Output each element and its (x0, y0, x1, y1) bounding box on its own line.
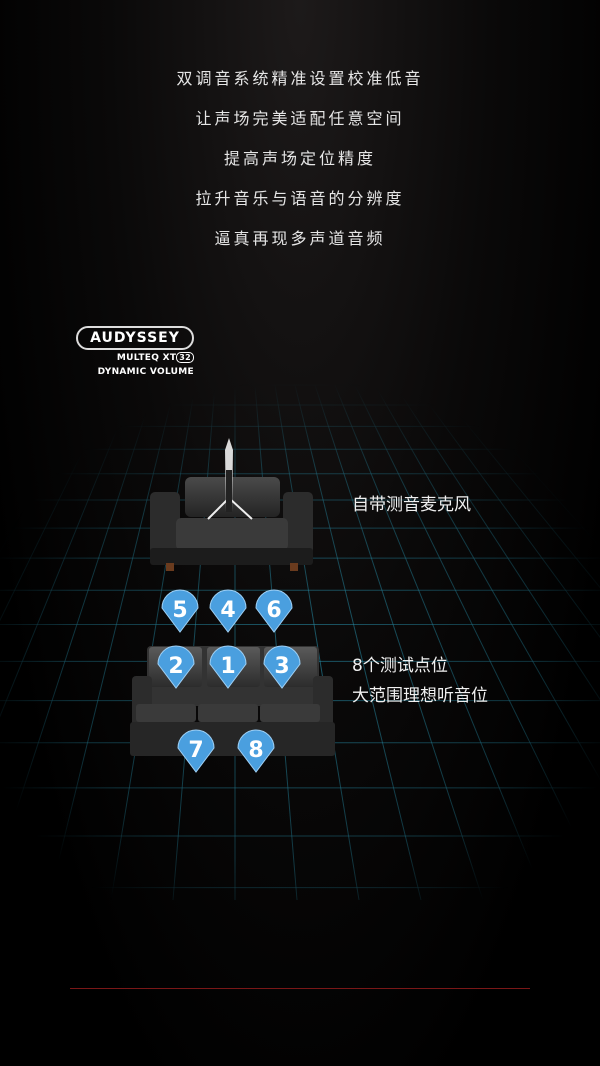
logo-line-dynamic-volume: DYNAMIC VOLUME (97, 367, 194, 377)
mic-label: 自带测音麦克风 (352, 495, 471, 515)
pin-number: 6 (266, 598, 281, 623)
location-pin-icon (237, 729, 275, 773)
location-pin-6: 6 (255, 589, 293, 633)
logo-brand: AUDYSSEY (76, 326, 194, 350)
grid-line (414, 384, 600, 638)
pin-number: 1 (220, 654, 235, 679)
feature-item: 提高声场定位精度 (223, 149, 376, 168)
grid-line (110, 384, 196, 901)
grid-line (594, 384, 600, 390)
pin-number: 8 (248, 738, 263, 763)
pin-number: 3 (274, 654, 289, 679)
pin-number: 2 (168, 654, 183, 679)
grid-line (0, 384, 116, 622)
grid-line (494, 384, 600, 485)
feature-item: 双调音系统精准设置校准低音 (176, 69, 424, 88)
location-pin-4: 4 (209, 589, 247, 633)
location-pin-1: 1 (209, 645, 247, 689)
pin-number: 7 (188, 738, 203, 763)
grid-line (334, 384, 546, 901)
grid-line (374, 384, 600, 781)
grid-line (0, 384, 96, 553)
grid-line (354, 384, 600, 887)
grid-line (0, 384, 136, 718)
location-pin-icon (157, 645, 195, 689)
grid-line (314, 384, 484, 901)
location-pin-icon (255, 589, 293, 633)
measurement-points: 5 4 6 2 1 3 7 8 (157, 589, 301, 773)
pin-number: 4 (220, 598, 235, 623)
grid-line (534, 384, 600, 439)
xt32-badge: 32 (176, 352, 194, 363)
grid-line (48, 384, 176, 901)
grid-line (474, 384, 600, 514)
grid-line (274, 384, 360, 901)
microphone-icon (207, 438, 253, 520)
grid-line (0, 384, 156, 862)
location-pin-3: 3 (263, 645, 301, 689)
feature-item: 让声场完美适配任意空间 (195, 109, 405, 128)
points-label-line2: 大范围理想听音位 (352, 686, 488, 706)
grid-line (574, 384, 600, 404)
location-pin-8: 8 (237, 729, 275, 773)
location-pin-icon (209, 645, 247, 689)
grid-line (434, 384, 600, 589)
feature-list: 双调音系统精准设置校准低音 让声场完美适配任意空间 提高声场定位精度 拉升音乐与… (0, 64, 600, 264)
location-pin-2: 2 (157, 645, 195, 689)
grid-line (514, 384, 600, 461)
grid-line (0, 384, 76, 501)
feature-item: 拉升音乐与语音的分辨度 (195, 189, 405, 208)
bottom-divider (70, 988, 530, 989)
points-label: 8个测试点位 大范围理想听音位 (352, 651, 488, 711)
grid-line (254, 384, 298, 901)
location-pin-7: 7 (177, 729, 215, 773)
grid-line (172, 384, 216, 901)
grid-line (294, 384, 422, 901)
armchair (150, 477, 313, 571)
grid-line (454, 384, 600, 548)
grid-line (0, 384, 16, 403)
location-pin-icon (209, 589, 247, 633)
grid-line (0, 384, 56, 461)
floor-grid (0, 384, 600, 901)
pin-number: 5 (172, 598, 187, 623)
grid-line (394, 384, 600, 701)
feature-item: 逼真再现多声道音频 (214, 229, 386, 248)
location-pin-icon (263, 645, 301, 689)
location-pin-5: 5 (161, 589, 199, 633)
points-label-line1: 8个测试点位 (352, 656, 448, 676)
location-pin-icon (177, 729, 215, 773)
location-pin-icon (161, 589, 199, 633)
